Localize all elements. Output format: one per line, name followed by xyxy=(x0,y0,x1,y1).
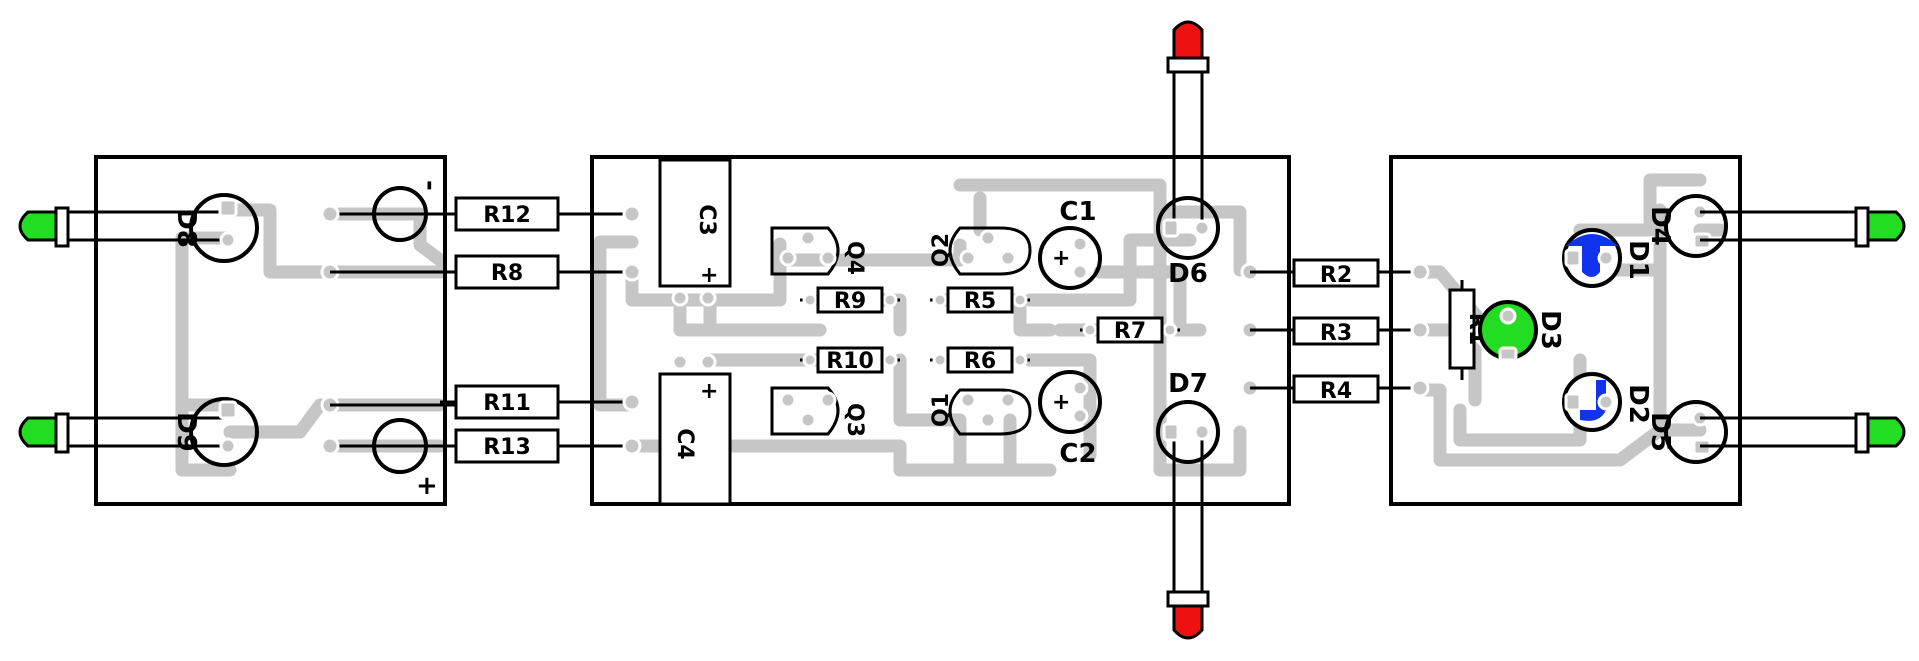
led-d8-lens xyxy=(18,210,58,242)
pad xyxy=(622,436,642,456)
label-r6: R6 xyxy=(964,349,996,374)
trace xyxy=(593,235,639,412)
label-q2: Q2 xyxy=(929,233,954,267)
label-r13: R13 xyxy=(483,435,531,460)
c2-plus: + xyxy=(1052,390,1070,415)
resistor-r2: R2 xyxy=(1250,258,1420,288)
trace xyxy=(1413,383,1667,467)
capacitor-c1: + C1 xyxy=(1038,197,1102,290)
label-q4: Q4 xyxy=(842,241,867,275)
resistor-r6: R6 xyxy=(930,346,1030,374)
led-d3: D3 xyxy=(1478,300,1565,362)
transistor-q1: Q1 xyxy=(929,388,1032,436)
resistor-r10: R10 xyxy=(800,346,900,374)
label-r8: R8 xyxy=(491,261,523,286)
led-d9-lens xyxy=(18,416,58,448)
transistor-q2: Q2 xyxy=(929,226,1032,276)
pad xyxy=(1410,378,1430,398)
trace xyxy=(1573,173,1707,237)
label-r2: R2 xyxy=(1320,263,1352,288)
led-d8: D8 xyxy=(18,193,259,263)
led-d4-lens xyxy=(1866,210,1906,242)
label-c2: C2 xyxy=(1059,439,1096,469)
trace xyxy=(175,231,237,412)
resistor-r9: R9 xyxy=(800,286,900,314)
capacitor-c4: C4 + xyxy=(658,353,732,506)
terminal-plus: + xyxy=(320,418,440,501)
trace xyxy=(1453,403,1587,447)
trace xyxy=(1153,205,1247,277)
pad xyxy=(1410,320,1430,340)
trace xyxy=(223,203,337,279)
label-d7: D7 xyxy=(1168,369,1208,399)
label-d4: D4 xyxy=(1645,206,1675,246)
led-d2: D2 xyxy=(1562,372,1653,432)
resistor-r13: R13 xyxy=(440,428,632,464)
led-d4: D4 xyxy=(1645,194,1906,258)
resistor-r8: R8 xyxy=(440,254,632,290)
resistor-r4: R4 xyxy=(1250,374,1420,404)
c4-plus: + xyxy=(700,379,718,404)
c3-plus: + xyxy=(700,263,718,288)
pad xyxy=(622,204,642,224)
label-r12: R12 xyxy=(483,203,531,228)
trace xyxy=(1093,265,1187,337)
label-d1: D1 xyxy=(1623,240,1653,280)
led-d5: D5 xyxy=(1645,400,1906,464)
left-board-outline xyxy=(94,155,447,506)
capacitor-c3: C3 + xyxy=(658,158,732,307)
label-r4: R4 xyxy=(1320,379,1352,404)
resistor-r12: R12 xyxy=(440,196,632,232)
label-d2: D2 xyxy=(1623,384,1653,424)
label-d8: D8 xyxy=(171,208,201,248)
label-d9: D9 xyxy=(171,412,201,452)
trace xyxy=(953,178,1167,477)
pad xyxy=(622,392,642,412)
transistor-q3: Q3 xyxy=(770,386,867,437)
trace xyxy=(1153,425,1247,477)
label-r11: R11 xyxy=(483,391,531,416)
resistor-r11: R11 xyxy=(440,384,632,420)
c1-plus: + xyxy=(1052,246,1070,271)
label-d3: D3 xyxy=(1535,310,1565,350)
terminal-minus: - xyxy=(320,180,445,242)
label-r9: R9 xyxy=(834,289,866,314)
label-r7: R7 xyxy=(1114,319,1146,344)
label-d5: D5 xyxy=(1645,412,1675,452)
trace xyxy=(175,398,237,477)
label-r10: R10 xyxy=(826,349,874,374)
led-d9: D9 xyxy=(18,397,259,467)
resistor-r7: R7 xyxy=(1080,316,1180,344)
label-plus: + xyxy=(416,471,438,501)
label-c4: C4 xyxy=(672,428,697,459)
trace xyxy=(893,353,967,477)
transistor-q4: Q4 xyxy=(770,226,867,276)
label-d6: D6 xyxy=(1168,259,1208,289)
label-c3: C3 xyxy=(694,204,719,235)
label-q3: Q3 xyxy=(842,403,867,437)
led-d1: D1 xyxy=(1562,228,1653,288)
label-r3: R3 xyxy=(1320,321,1352,346)
led-d6: D6 xyxy=(1156,20,1220,289)
label-minus: - xyxy=(415,180,445,191)
capacitor-c2: + C2 xyxy=(1038,370,1102,469)
label-q1: Q1 xyxy=(929,393,954,427)
led-d5-lens xyxy=(1866,416,1906,448)
led-d6-lens xyxy=(1172,20,1204,60)
label-r5: R5 xyxy=(964,289,996,314)
led-d7-lens xyxy=(1172,604,1204,640)
pad xyxy=(1410,262,1430,282)
label-c1: C1 xyxy=(1059,197,1096,227)
trace xyxy=(625,439,1057,477)
trace xyxy=(1653,263,1707,437)
resistor-r5: R5 xyxy=(930,286,1030,314)
pad xyxy=(622,262,642,282)
led-d7: D7 xyxy=(1156,369,1220,640)
resistor-r3: R3 xyxy=(1250,316,1420,346)
